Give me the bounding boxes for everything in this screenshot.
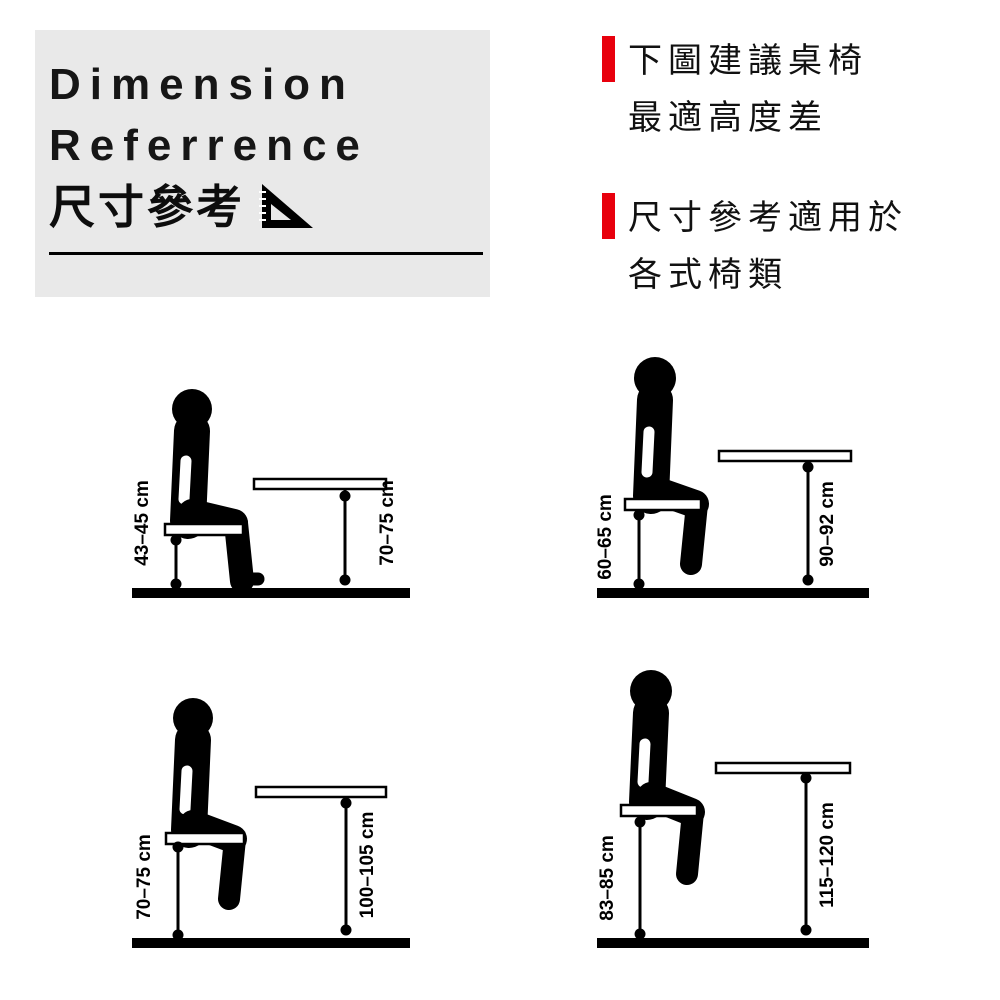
- floor-line: [132, 588, 410, 598]
- seat-height-dimension-line: [172, 841, 184, 941]
- title-chinese-row: 尺寸參考: [49, 178, 490, 236]
- note2-line1: 尺寸參考適用於: [628, 199, 908, 237]
- floor-line: [132, 938, 410, 948]
- desk-height-dimension-line: [339, 489, 351, 586]
- red-bullet-bar: [602, 193, 615, 239]
- seat-height-label: 60–65 cm: [595, 494, 616, 580]
- desk-top: [714, 761, 852, 775]
- desk-height-dimension-line: [800, 772, 812, 936]
- note1-line1: 下圖建議桌椅: [628, 42, 868, 80]
- desk-top: [252, 477, 388, 491]
- seat-height-label: 43–45 cm: [132, 480, 153, 566]
- diagram-bar-chair: 83–85 cm 115–120 cm: [597, 670, 869, 948]
- seat-height-dimension-line: [634, 816, 646, 940]
- floor-line: [597, 938, 869, 948]
- desk-top: [717, 449, 853, 463]
- note1-line2: 最適高度差: [628, 99, 828, 137]
- diagram-mid-chair: 60–65 cm 90–92 cm: [595, 357, 869, 598]
- chair-seat: [163, 522, 245, 537]
- seat-height-dimension-line: [633, 509, 645, 590]
- seated-person: [633, 357, 709, 575]
- note-text: 下圖建議桌椅 最適高度差: [628, 33, 868, 147]
- note-text: 尺寸參考適用於 各式椅類: [628, 190, 908, 304]
- title-english-line1: Dimension: [49, 60, 355, 109]
- title-chinese: 尺寸參考: [49, 181, 245, 233]
- desk-top: [254, 785, 388, 799]
- desk-height-dimension-line: [802, 461, 814, 586]
- desk-height-label: 70–75 cm: [377, 480, 398, 566]
- desk-height-dimension-line: [340, 797, 352, 936]
- chair-seat: [164, 831, 246, 846]
- seat-height-label: 70–75 cm: [134, 834, 155, 920]
- seat-height-label: 83–85 cm: [597, 835, 618, 921]
- note-applies-to-chairs: 尺寸參考適用於 各式椅類: [602, 190, 908, 304]
- seated-person: [170, 389, 265, 593]
- title-box: Dimension Referrence 尺寸參考: [35, 30, 490, 297]
- desk-height-label: 100–105 cm: [357, 812, 378, 919]
- title-underline: [49, 252, 483, 255]
- red-bullet-bar: [602, 36, 615, 82]
- chair-seat: [623, 497, 703, 512]
- set-square-icon: [259, 184, 313, 228]
- floor-line: [597, 588, 869, 598]
- seated-person: [171, 698, 247, 910]
- note2-line2: 各式椅類: [628, 256, 788, 294]
- chair-seat: [619, 803, 699, 818]
- note-desk-chair-gap: 下圖建議桌椅 最適高度差: [602, 33, 868, 147]
- diagram-high-chair: 70–75 cm 100–105 cm: [132, 698, 410, 948]
- title-english-line2: Referrence: [49, 121, 369, 170]
- diagram-low-chair: 43–45 cm 70–75 cm: [132, 389, 410, 598]
- desk-height-label: 115–120 cm: [817, 802, 838, 908]
- desk-height-label: 90–92 cm: [817, 481, 838, 567]
- seat-height-dimension-line: [170, 534, 182, 590]
